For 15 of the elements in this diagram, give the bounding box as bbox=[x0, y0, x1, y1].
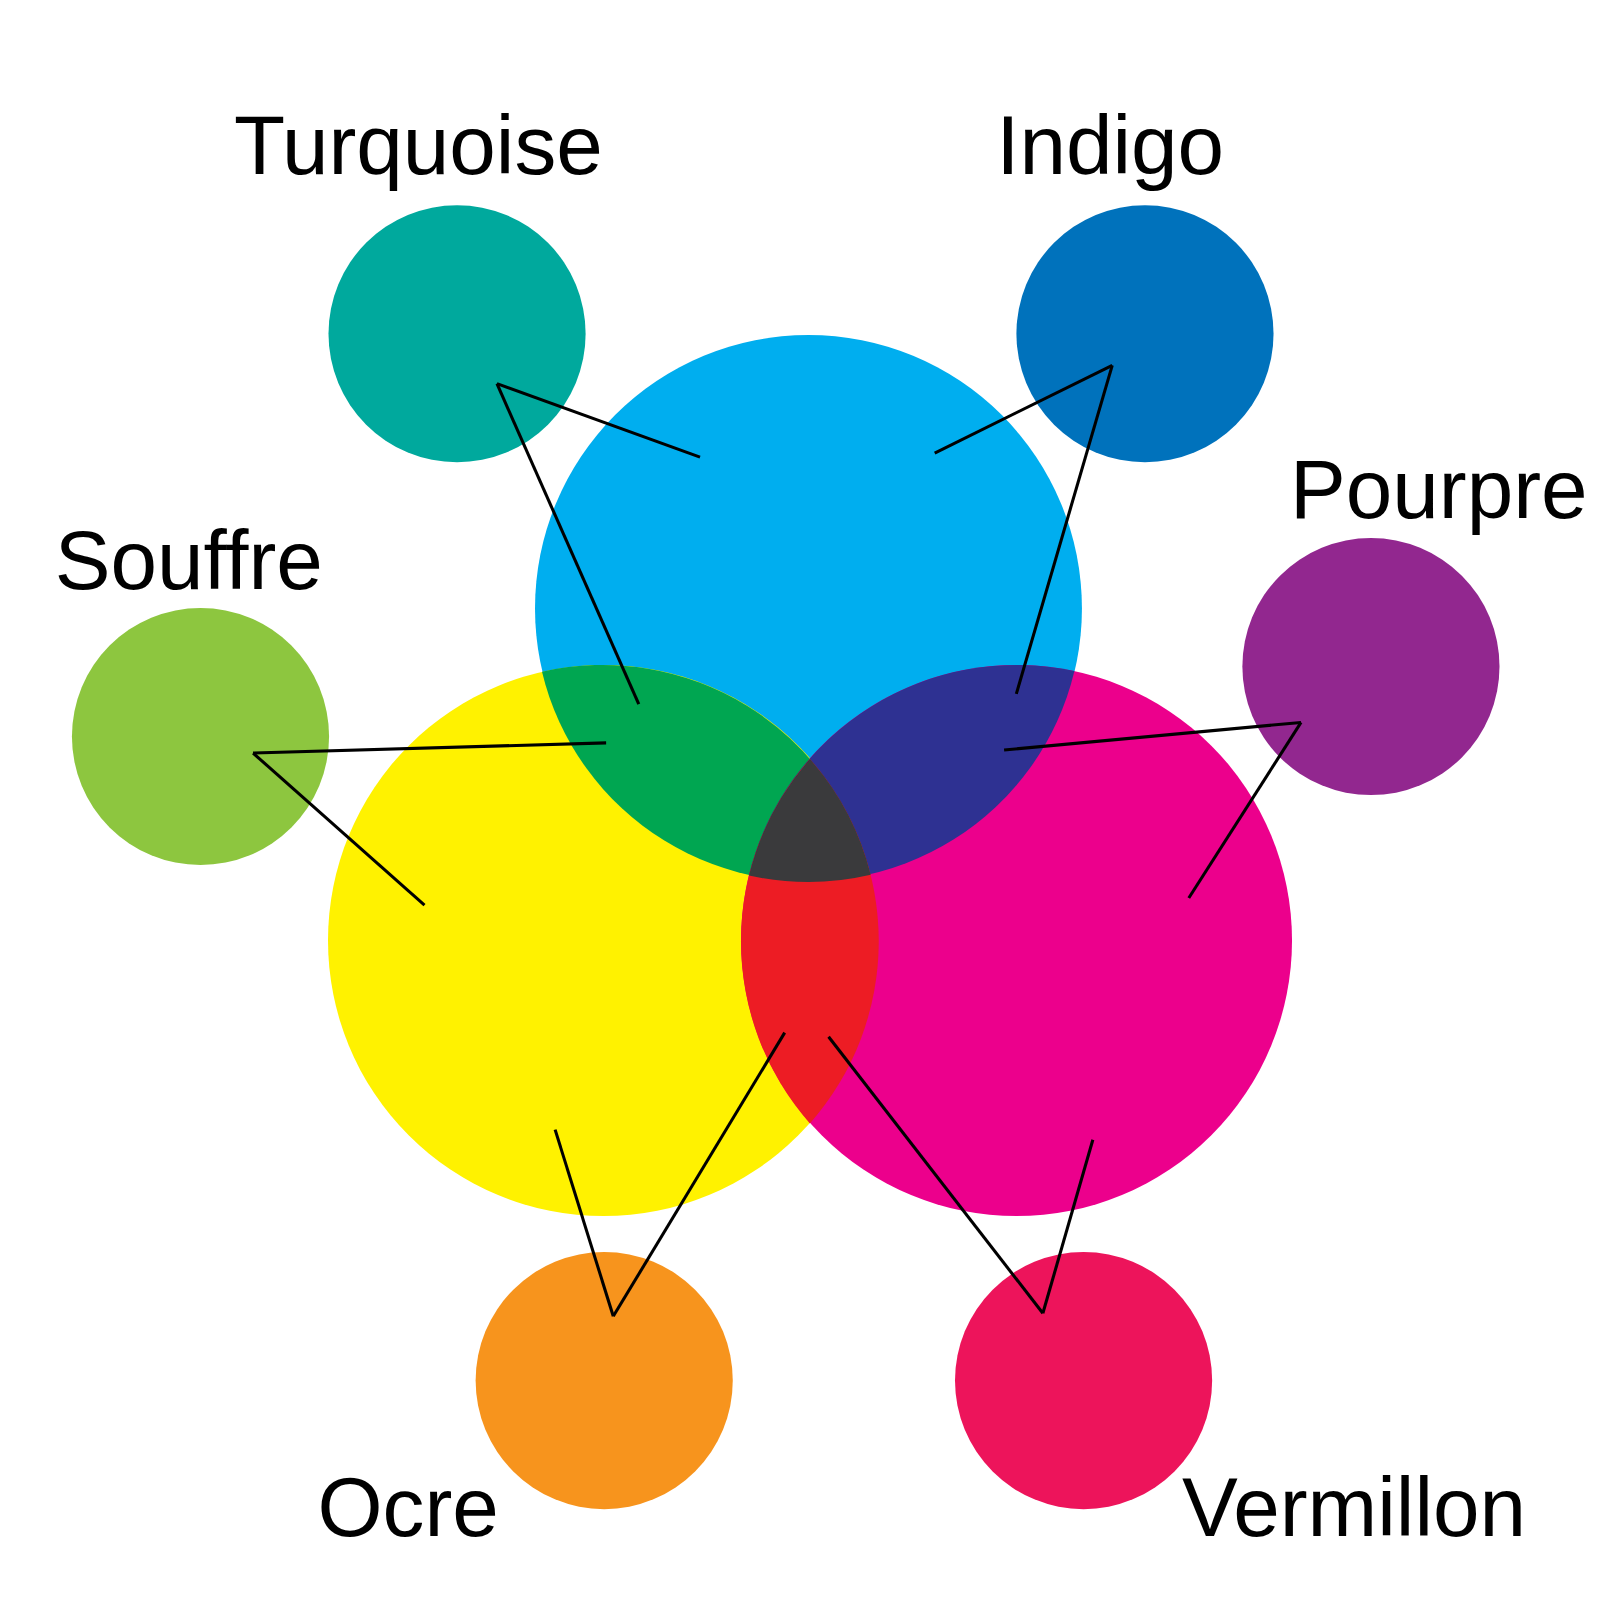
color-name-label: Ocre bbox=[317, 1466, 499, 1550]
leader-line bbox=[252, 751, 426, 907]
leader-line bbox=[1003, 720, 1302, 752]
leader-line bbox=[253, 741, 607, 755]
leader-line bbox=[553, 1129, 615, 1317]
color-name-label: Souffre bbox=[54, 519, 323, 604]
leader-line bbox=[1014, 364, 1114, 695]
leader-line bbox=[611, 1031, 786, 1318]
color-name-label: Vermillon bbox=[1182, 1466, 1527, 1550]
leader-line bbox=[495, 383, 641, 705]
leader-line bbox=[1041, 1139, 1095, 1314]
leader-line bbox=[1187, 721, 1303, 899]
leader-line bbox=[827, 1035, 1045, 1315]
leader-line bbox=[496, 382, 701, 459]
leader-line bbox=[934, 363, 1113, 455]
